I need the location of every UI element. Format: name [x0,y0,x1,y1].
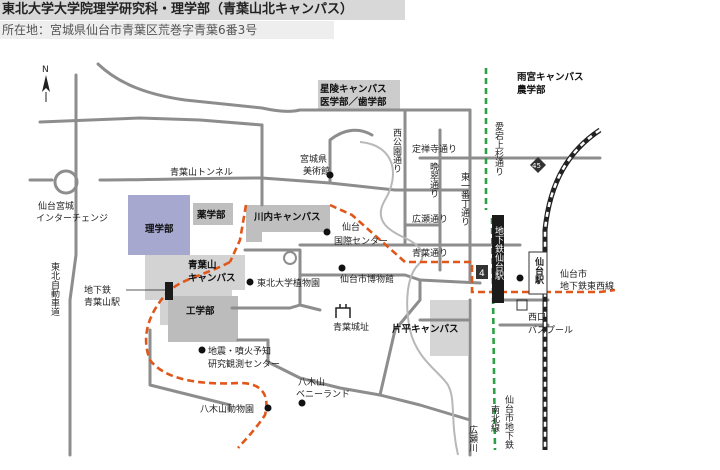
atago-label: 愛宕上杉通り [493,121,504,176]
north-arrow-icon [42,75,50,102]
benny-dot [298,399,306,407]
hirose-dori-label: 広瀬通り [412,213,448,225]
sendai-station-label: 仙台駅 [533,256,544,285]
namboku-line [484,68,497,451]
city-museum-label: 仙台市博物館 [340,273,394,285]
art-museum-label-2: 美術館 [303,165,330,177]
route-45-label: 45 [532,162,541,170]
sendai-subway-station-block [492,215,504,303]
namboku-label: 南北線 [489,404,500,432]
railway-line-hatch [543,128,601,450]
address-text: 所在地：宮城県仙台市青葉区荒巻字青葉6番3号 [0,21,334,39]
aobayama-label-2: キャンパス [188,272,236,284]
katahira-area [430,300,468,356]
route-4-badge-icon [476,265,488,279]
campus-route-orange [144,203,616,449]
hirosegawa-label: 広瀬川 [467,424,478,452]
higashi1-label: 東一番丁通り [459,171,470,226]
zoo-label: 八木山動物園 [200,403,254,415]
kawauchi-campus-area [246,205,330,242]
city-museum-dot [338,264,346,272]
tunnel-label: 青葉山トンネル [170,166,233,178]
castle-ruins-icon [335,304,351,318]
benny-label-2: ベニーランド [296,389,350,400]
subway-station-label: 地下鉄仙台駅 [493,225,504,281]
header: 東北大学大学院理学研究科・理学部（青葉山北キャンパス） 所在地：宮城県仙台市青葉… [0,0,405,44]
west-exit-label-1: 西口 [528,312,546,323]
landmark-dots [198,171,524,412]
zoo-dot [264,404,272,412]
namboku-sub-label: 仙台市地下鉄 [503,394,514,450]
west-exit-bus-pool [516,299,528,311]
interchange-label-2: インターチェンジ [36,213,108,224]
subway-aobayama-label-1: 地下鉄 [84,284,111,296]
quake-label-1: 地震・噴火予知 [208,345,271,357]
amamiya-label-2: 農学部 [517,84,546,96]
yakugakubu-area [193,203,233,225]
art-museum-label-1: 宮城県 [300,153,327,165]
tozai-station-dot [516,274,524,282]
hirose-river [359,141,459,456]
art-museum-dot [326,171,334,179]
rigakubu-label: 理学部 [145,223,174,235]
quake-label-2: 研究観測センター [208,358,280,370]
route-4-label: 4 [479,269,485,279]
tozai-label-1: 仙台市 [560,268,587,280]
benny-label-1: 八木山 [298,376,325,388]
aoba-dori-label: 青葉通り [412,247,448,259]
kogakubu-label: 工学部 [186,305,215,317]
west-exit-label-2: バスプール [528,325,573,336]
katahira-label: 片平キャンパス [392,323,459,335]
bansui-label: 晩翠通り [428,162,439,198]
botanical-dot [246,278,254,286]
int-center-dot [323,228,331,236]
roundabout-circle [283,251,297,265]
tozai-label-2: 地下鉄東西線 [560,280,614,292]
rigakubu-area [128,195,190,255]
interchange-circle [53,169,79,195]
aobayama-label-1: 青葉山 [188,259,217,271]
subway-aobayama-label-2: 青葉山駅 [84,296,120,308]
aobayama-station-block [165,282,173,300]
seiryo-label-2: 医学部／歯学部 [320,96,387,108]
route-45-badge-icon [530,157,546,173]
amamiya-label-1: 雨宮キャンパス [517,71,584,83]
jozenji-label: 定禅寺通り [412,143,457,155]
int-center-label-1: 仙台 [342,221,360,233]
nishikoen-label: 西公園通り [391,128,402,173]
yakugakubu-label: 薬学部 [196,209,226,221]
kawauchi-label: 川内キャンパス [253,211,321,223]
north-label: N [42,65,49,75]
seiryo-campus-area [318,80,400,110]
int-center-label-2: 国際センター [334,235,388,247]
quake-center-dot [198,346,206,354]
botanical-label: 東北大学植物園 [257,277,320,289]
castle-label: 青葉城址 [333,321,369,333]
page-title: 東北大学大学院理学研究科・理学部（青葉山北キャンパス） [0,0,405,20]
kogakubu-area [168,296,238,342]
sendai-station-box [528,251,548,295]
interchange-label-1: 仙台宮城 [38,200,74,212]
seiryo-label-1: 星陵キャンパス [320,83,387,95]
expressway-label: 東北自動車道 [49,261,60,317]
